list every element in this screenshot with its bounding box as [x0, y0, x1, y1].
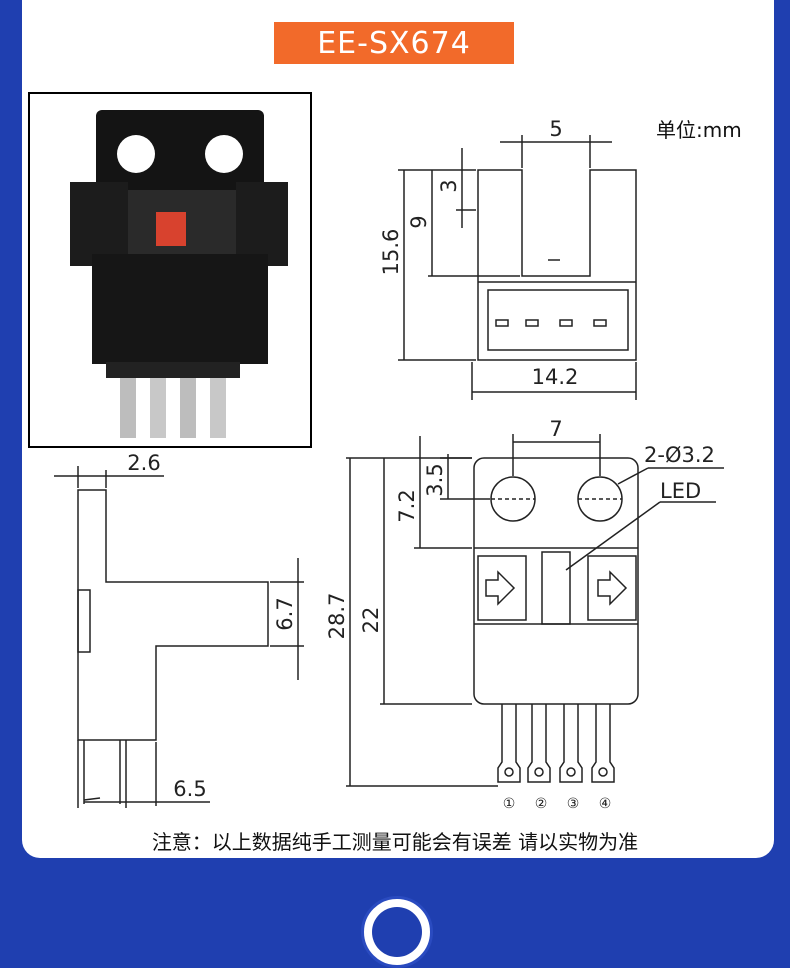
dim-total-height: 15.6 [379, 229, 403, 276]
dim-slot-height: 9 [407, 215, 431, 228]
dim-top-width: 2.6 [127, 451, 160, 475]
dim-slot-depth: 3 [437, 179, 461, 192]
pin-label-2: ② [535, 796, 548, 812]
side-view [54, 466, 304, 808]
dim-width: 14.2 [532, 365, 579, 389]
product-photo [28, 92, 312, 448]
measurement-note: 注意：以上数据纯手工测量可能会有误差 请以实物为准 [151, 830, 639, 854]
dim-gap: 5 [549, 117, 562, 141]
pin-label-3: ③ [567, 796, 580, 812]
model-title: EE-SX674 [274, 22, 514, 64]
led-label: LED [660, 479, 701, 503]
pin-label-1: ① [503, 796, 516, 812]
top-view [398, 135, 637, 400]
next-section-badge [361, 896, 433, 968]
badge-inner [372, 907, 422, 957]
front-view [346, 434, 724, 787]
sensor-photo-illustration [30, 94, 310, 446]
dim-hole-to-window: 7.2 [395, 489, 419, 522]
dim-hole-spec: 2-Ø3.2 [644, 443, 715, 467]
dim-body-height: 22 [359, 607, 383, 634]
dim-pin-offset: 6.5 [173, 777, 206, 801]
dim-hole-offset: 3.5 [423, 463, 447, 496]
unit-label: 单位:mm [656, 118, 742, 142]
dim-total-height-front: 28.7 [325, 593, 349, 640]
dimension-drawings: 5 14.2 15.6 9 3 [54, 117, 724, 812]
dim-arm-height: 6.7 [273, 597, 297, 630]
pin-label-4: ④ [599, 796, 612, 812]
dim-hole-spacing: 7 [549, 417, 562, 441]
